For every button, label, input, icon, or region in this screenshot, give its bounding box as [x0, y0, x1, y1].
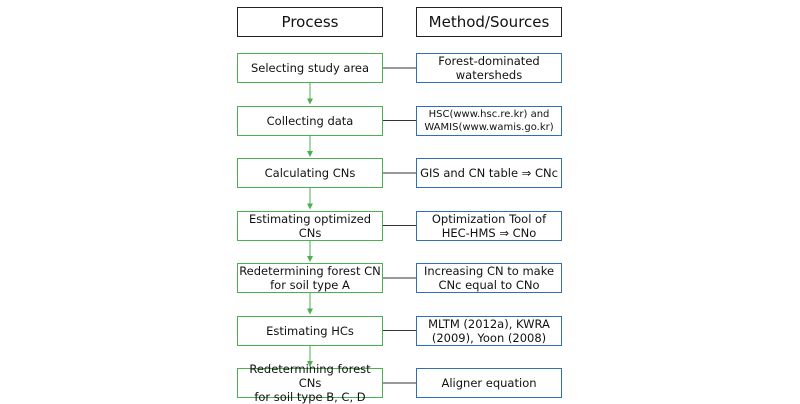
- process-step-4: Estimating optimized CNs: [237, 210, 383, 241]
- process-step-label: Collecting data: [266, 113, 354, 128]
- process-header: Process: [237, 7, 383, 37]
- process-step-3: Calculating CNs: [237, 158, 383, 188]
- process-step-label: Selecting study area: [250, 61, 370, 75]
- method-source-label: HSC(www.hsc.re.kr) and WAMIS(www.wamis.g…: [424, 108, 554, 133]
- process-header-label: Process: [281, 13, 339, 31]
- process-step-label: Redetermining forest CN for soil type A: [239, 264, 381, 292]
- process-step-7: Redetermining forest CNs for soil type B…: [237, 362, 383, 404]
- method-source-label: Increasing CN to make CNc equal to CNo: [423, 264, 555, 292]
- method-source-3: GIS and CN table ⇒ CNc: [416, 158, 562, 188]
- process-step-label: Estimating optimized CNs: [248, 211, 371, 240]
- method-header-label: Method/Sources: [428, 13, 550, 31]
- method-source-label: GIS and CN table ⇒ CNc: [420, 166, 558, 180]
- method-source-6: MLTM (2012a), KWRA (2009), Yoon (2008): [416, 315, 562, 346]
- process-step-2: Collecting data: [237, 105, 383, 136]
- method-source-1: Forest-dominated watersheds: [416, 53, 562, 83]
- method-source-label: MLTM (2012a), KWRA (2009), Yoon (2008): [428, 316, 550, 345]
- process-step-label: Redetermining forest CNs for soil type B…: [249, 362, 371, 404]
- method-source-label: Optimization Tool of HEC-HMS ⇒ CNo: [431, 211, 547, 240]
- method-source-label: Aligner equation: [441, 376, 537, 390]
- process-step-5: Redetermining forest CN for soil type A: [237, 263, 383, 293]
- method-header: Method/Sources: [416, 7, 562, 37]
- method-source-5: Increasing CN to make CNc equal to CNo: [416, 263, 562, 293]
- method-source-label: Forest-dominated watersheds: [438, 54, 540, 82]
- process-step-label: Calculating CNs: [264, 166, 356, 180]
- method-source-4: Optimization Tool of HEC-HMS ⇒ CNo: [416, 210, 562, 241]
- process-step-label: Estimating HCs: [266, 323, 354, 338]
- process-step-1: Selecting study area: [237, 53, 383, 83]
- process-step-6: Estimating HCs: [237, 315, 383, 346]
- method-source-2: HSC(www.hsc.re.kr) and WAMIS(www.wamis.g…: [416, 105, 562, 136]
- method-source-7: Aligner equation: [416, 368, 562, 398]
